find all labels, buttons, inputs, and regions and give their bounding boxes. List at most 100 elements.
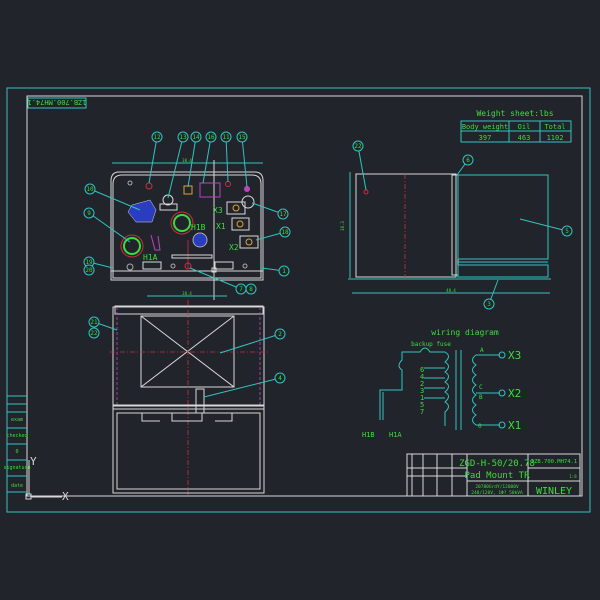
svg-text:X1: X1 bbox=[508, 419, 521, 432]
balloon-front-22: 22 bbox=[88, 327, 100, 339]
svg-text:Oil: Oil bbox=[518, 123, 531, 131]
svg-text:9: 9 bbox=[87, 210, 91, 217]
rotated-drawing-number: 1ZB.700.MH74.1 bbox=[27, 97, 87, 109]
svg-text:1: 1 bbox=[282, 268, 286, 275]
svg-text:17: 17 bbox=[279, 211, 287, 218]
svg-text:backup fuse: backup fuse bbox=[411, 341, 451, 348]
svg-text:X2: X2 bbox=[229, 243, 239, 252]
left-revision-strip: exam checked 0 signature date bbox=[3, 385, 31, 496]
svg-text:H1B: H1B bbox=[362, 431, 375, 439]
side-view: 38.3 48.4 bbox=[340, 172, 551, 294]
svg-text:X2: X2 bbox=[508, 387, 521, 400]
balloon-side-3: 3 bbox=[483, 279, 499, 310]
front-panel-view: 38.4 X3 X1 X2 H1B H1 bbox=[110, 158, 264, 300]
title-block: ZGD-H-50/20.78 Pad Mount TR 20780GrdY/12… bbox=[406, 453, 581, 497]
svg-text:0: 0 bbox=[478, 423, 482, 430]
tap-number: 4 bbox=[420, 373, 424, 381]
svg-text:8: 8 bbox=[249, 286, 253, 293]
svg-text:Weight sheet:lbs: Weight sheet:lbs bbox=[476, 109, 553, 118]
tap-number: 6 bbox=[420, 366, 424, 374]
svg-text:6: 6 bbox=[466, 157, 470, 164]
balloon-front-1: 1 bbox=[261, 265, 290, 277]
svg-text:1:8: 1:8 bbox=[569, 474, 577, 479]
svg-text:signature: signature bbox=[3, 465, 30, 471]
balloon-front-15: 15 bbox=[236, 131, 248, 188]
svg-text:20: 20 bbox=[85, 267, 93, 274]
tap-number: 1 bbox=[420, 394, 424, 402]
balloon-front-18: 18 bbox=[255, 226, 291, 241]
svg-text:22: 22 bbox=[354, 143, 362, 150]
balloon-front-21: 21 bbox=[88, 316, 118, 331]
svg-text:Pad Mount TR: Pad Mount TR bbox=[464, 471, 530, 481]
front-elevation-view bbox=[110, 300, 268, 495]
svg-text:48.4: 48.4 bbox=[446, 288, 456, 293]
svg-text:397: 397 bbox=[479, 134, 492, 142]
tap-number: 5 bbox=[420, 401, 424, 409]
balloon-front-17: 17 bbox=[251, 202, 289, 220]
balloon-side-22: 22 bbox=[352, 140, 367, 191]
svg-text:18: 18 bbox=[281, 229, 289, 236]
svg-text:A: A bbox=[480, 347, 484, 354]
balloon-front-12: 12 bbox=[148, 131, 163, 184]
svg-text:15: 15 bbox=[238, 134, 246, 141]
tap-number: 3 bbox=[420, 387, 424, 395]
svg-text:H1A: H1A bbox=[389, 431, 402, 439]
svg-text:X: X bbox=[62, 490, 69, 503]
balloon-front-9: 9 bbox=[83, 207, 131, 243]
balloon-front-16: 16 bbox=[202, 131, 217, 184]
svg-text:38.4: 38.4 bbox=[182, 291, 192, 296]
svg-text:X3: X3 bbox=[508, 349, 521, 362]
svg-text:4: 4 bbox=[278, 375, 282, 382]
svg-text:3: 3 bbox=[487, 301, 491, 308]
svg-text:H1A: H1A bbox=[143, 253, 158, 262]
svg-text:5: 5 bbox=[565, 228, 569, 235]
tap-number: 7 bbox=[420, 408, 424, 416]
balloon-front-2: 2 bbox=[219, 328, 286, 354]
tap-number: 2 bbox=[420, 380, 424, 388]
svg-text:22: 22 bbox=[90, 330, 98, 337]
svg-text:1102: 1102 bbox=[547, 134, 564, 142]
svg-text:2: 2 bbox=[278, 331, 282, 338]
balloon-front-11: 11 bbox=[220, 131, 232, 183]
svg-text:Total: Total bbox=[544, 123, 565, 131]
balloon-front-8: 8 bbox=[245, 283, 257, 295]
svg-text:1ZB.700.MH74.1: 1ZB.700.MH74.1 bbox=[531, 459, 577, 465]
balloon-front-13: 13 bbox=[167, 131, 189, 199]
svg-text:X3: X3 bbox=[213, 206, 223, 215]
svg-text:checked: checked bbox=[6, 433, 27, 439]
svg-text:11: 11 bbox=[222, 134, 230, 141]
svg-text:B: B bbox=[479, 394, 483, 401]
ucs-icon: X Y bbox=[25, 455, 69, 503]
svg-text:38.4: 38.4 bbox=[182, 158, 192, 163]
svg-text:21: 21 bbox=[90, 319, 98, 326]
svg-text:WINLEY: WINLEY bbox=[536, 486, 572, 497]
svg-text:19: 19 bbox=[85, 259, 93, 266]
svg-text:12: 12 bbox=[153, 134, 161, 141]
inner-border bbox=[26, 95, 583, 497]
balloon-side-5: 5 bbox=[519, 218, 573, 237]
outer-border bbox=[6, 87, 591, 513]
svg-text:X1: X1 bbox=[216, 222, 226, 231]
balloon-side-6: 6 bbox=[456, 154, 474, 176]
svg-text:10: 10 bbox=[86, 186, 94, 193]
svg-text:463: 463 bbox=[518, 134, 531, 142]
svg-text:Body weight: Body weight bbox=[462, 123, 508, 131]
svg-text:0: 0 bbox=[15, 449, 18, 455]
balloon-front-10: 10 bbox=[84, 183, 141, 211]
svg-text:ZGD-H-50/20.78: ZGD-H-50/20.78 bbox=[459, 459, 535, 469]
balloon-front-20: 20 bbox=[83, 264, 95, 276]
balloon-front-19: 19 bbox=[83, 256, 114, 269]
svg-text:exam: exam bbox=[11, 417, 23, 423]
svg-text:7: 7 bbox=[239, 286, 243, 293]
svg-text:H1B: H1B bbox=[191, 223, 206, 232]
balloon-front-4: 4 bbox=[203, 372, 286, 398]
svg-text:38.3: 38.3 bbox=[340, 221, 345, 231]
weight-sheet-table: Weight sheet:lbs Body weight Oil Total 3… bbox=[460, 109, 572, 143]
svg-text:Y: Y bbox=[30, 455, 37, 468]
svg-text:14: 14 bbox=[192, 134, 200, 141]
